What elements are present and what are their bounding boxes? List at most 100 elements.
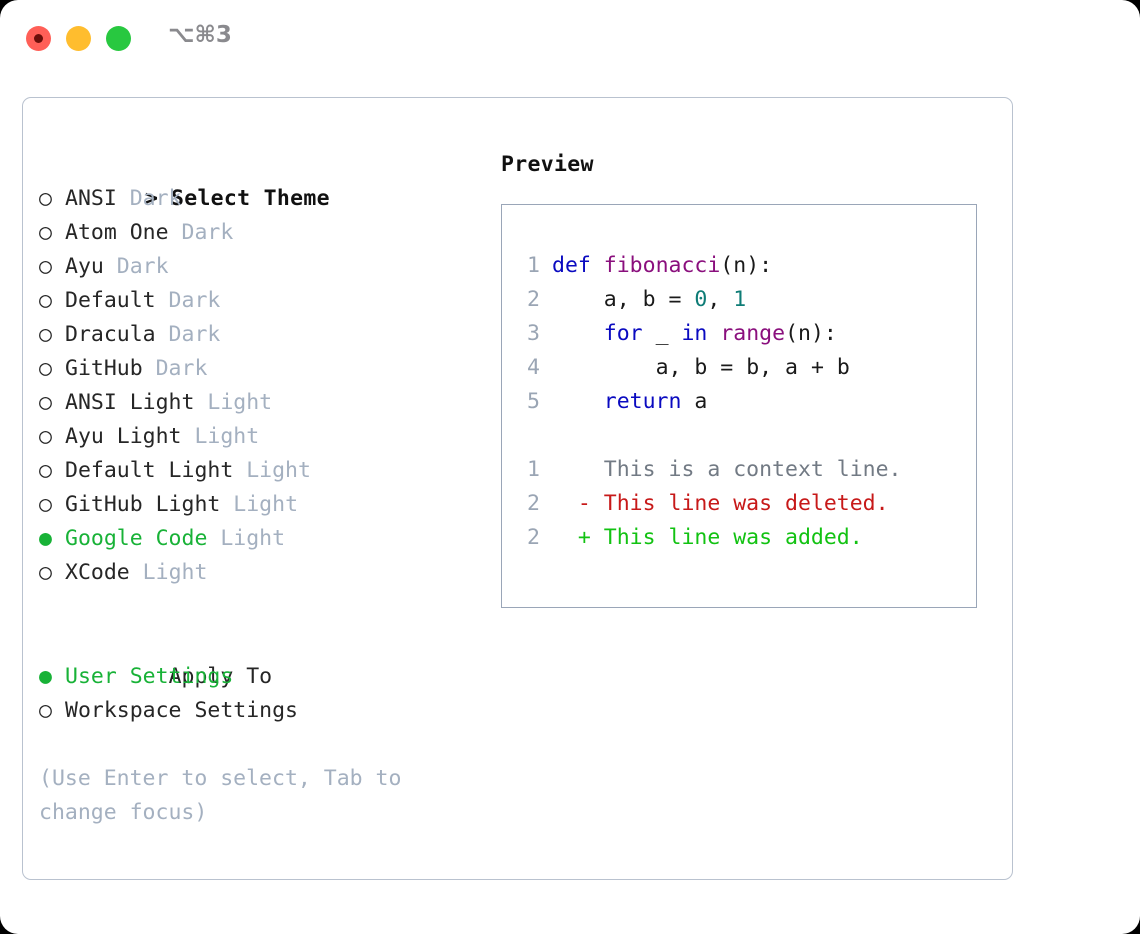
apply-to-item[interactable]: ●User Settings xyxy=(39,660,479,694)
code-token: , xyxy=(616,287,643,312)
theme-variant-tag: Light xyxy=(129,560,208,585)
code-line: 3 for _ in range(n): xyxy=(514,317,976,351)
code-token: def xyxy=(552,253,591,278)
minimize-button[interactable] xyxy=(66,26,91,51)
code-token: b xyxy=(746,355,760,380)
code-token: return xyxy=(603,389,682,414)
code-token xyxy=(552,355,656,380)
code-token xyxy=(591,253,604,278)
code-token: 1 xyxy=(733,287,747,312)
theme-list-item[interactable]: ○ XCode Light xyxy=(39,556,479,590)
radio-unselected-icon: ○ xyxy=(39,458,52,483)
line-number: 3 xyxy=(527,321,540,346)
theme-name-label: ANSI Light xyxy=(65,390,195,415)
radio-unselected-icon: ○ xyxy=(39,254,52,279)
code-token: b xyxy=(694,355,708,380)
theme-list-item[interactable]: ○Atom One Dark xyxy=(39,216,479,250)
theme-name-label: Ayu xyxy=(65,254,104,279)
theme-variant-tag: Light xyxy=(233,458,311,483)
diff-sign xyxy=(552,457,604,482)
code-token: 0 xyxy=(694,287,708,312)
keyboard-hint-text: (Use Enter to select, Tab to change focu… xyxy=(39,766,402,825)
preview-title: Preview xyxy=(501,152,594,177)
theme-list-item[interactable]: ○GitHub Dark xyxy=(39,352,479,386)
code-token xyxy=(669,321,682,346)
radio-unselected-icon: ○ xyxy=(39,322,52,347)
diff-sign: + xyxy=(552,525,604,550)
code-text: def fibonacci(n): xyxy=(552,253,772,278)
code-token: a xyxy=(603,287,617,312)
theme-variant-tag: Dark xyxy=(103,254,169,279)
code-token: , xyxy=(668,355,695,380)
code-line: 4 a, b = b, a + b xyxy=(514,351,976,385)
diff-line: 1 This is a context line. xyxy=(514,453,976,487)
maximize-button[interactable] xyxy=(106,26,131,51)
theme-list-item[interactable]: ●Google Code Light xyxy=(39,522,479,556)
radio-unselected-icon: ○ xyxy=(39,390,52,415)
code-token: ( xyxy=(720,253,734,278)
diff-text: This line was deleted. xyxy=(603,491,889,516)
code-token xyxy=(552,389,604,414)
apply-to-header: Apply To xyxy=(39,626,479,689)
theme-list-item[interactable]: ○Ayu Light Light xyxy=(39,420,479,454)
theme-variant-tag: Light xyxy=(194,390,273,415)
line-number: 2 xyxy=(527,287,540,312)
apply-to-list: ●User Settings○Workspace Settings xyxy=(39,660,479,728)
code-token: n xyxy=(733,253,747,278)
theme-selector-column: >Select Theme ○ ANSI Dark ○Atom One Dark ○ A… xyxy=(39,148,479,830)
theme-variant-tag: Light xyxy=(207,526,286,551)
close-button[interactable] xyxy=(26,26,51,51)
theme-list: ○ANSI Dark○Atom One Dark○Ayu Dark○Defaul… xyxy=(39,182,479,590)
code-token: , xyxy=(707,287,734,312)
apply-to-title: Apply To xyxy=(168,664,273,689)
radio-unselected-icon: ○ xyxy=(39,560,52,585)
code-token: = xyxy=(707,355,747,380)
code-diff-spacer xyxy=(514,419,976,453)
code-token xyxy=(643,321,656,346)
theme-list-item[interactable]: ○Default Dark xyxy=(39,284,479,318)
main-panel: >Select Theme ○ ANSI Dark ○Atom One Dark ○ A… xyxy=(22,97,1013,880)
code-token: ( xyxy=(785,321,799,346)
apply-to-item[interactable]: ○Workspace Settings xyxy=(39,694,479,728)
code-token: ): xyxy=(810,321,837,346)
theme-name-label: Default xyxy=(65,288,156,313)
theme-name-label: XCode xyxy=(65,560,130,585)
theme-name-label: GitHub xyxy=(65,356,143,381)
code-token: a xyxy=(655,355,669,380)
code-token: b xyxy=(642,287,656,312)
code-token: range xyxy=(720,321,786,346)
theme-name-label: Default Light xyxy=(65,458,234,483)
theme-name-label: ANSI xyxy=(65,186,117,211)
line-number: 1 xyxy=(527,457,540,482)
code-token: , xyxy=(759,355,786,380)
theme-list-item[interactable]: ○ ANSI Light Light xyxy=(39,386,479,420)
code-text: for _ in range(n): xyxy=(552,321,837,346)
theme-list-item[interactable]: ○ Default Light Light xyxy=(39,454,479,488)
line-number: 2 xyxy=(527,525,540,550)
diff-line: 2 + This line was added. xyxy=(514,521,976,555)
code-token: = xyxy=(655,287,695,312)
apply-to-label: User Settings xyxy=(65,664,234,689)
theme-list-item[interactable]: ○GitHub Light Light xyxy=(39,488,479,522)
radio-unselected-icon: ○ xyxy=(39,424,52,449)
code-token: + xyxy=(798,355,837,380)
theme-name-label: Atom One xyxy=(65,220,169,245)
code-line: 2 a, b = 0, 1 xyxy=(514,283,976,317)
select-theme-header: >Select Theme xyxy=(39,148,479,211)
theme-name-label: Ayu Light xyxy=(65,424,182,449)
theme-list-item[interactable]: ○ANSI Dark xyxy=(39,182,479,216)
diff-text: This line was added. xyxy=(603,525,863,550)
theme-name-label: GitHub Light xyxy=(65,492,221,517)
keyboard-shortcut-label: ⌥⌘3 xyxy=(168,22,232,48)
diff-line: 2 - This line was deleted. xyxy=(514,487,976,521)
diff-sign: - xyxy=(552,491,604,516)
code-token: for xyxy=(603,321,643,346)
theme-list-item[interactable]: ○Dracula Dark xyxy=(39,318,479,352)
apply-to-label: Workspace Settings xyxy=(65,698,298,723)
radio-unselected-icon: ○ xyxy=(39,186,52,211)
diff-text: This is a context line. xyxy=(603,457,902,482)
radio-unselected-icon: ○ xyxy=(39,492,52,517)
theme-list-item[interactable]: ○ Ayu Dark xyxy=(39,250,479,284)
